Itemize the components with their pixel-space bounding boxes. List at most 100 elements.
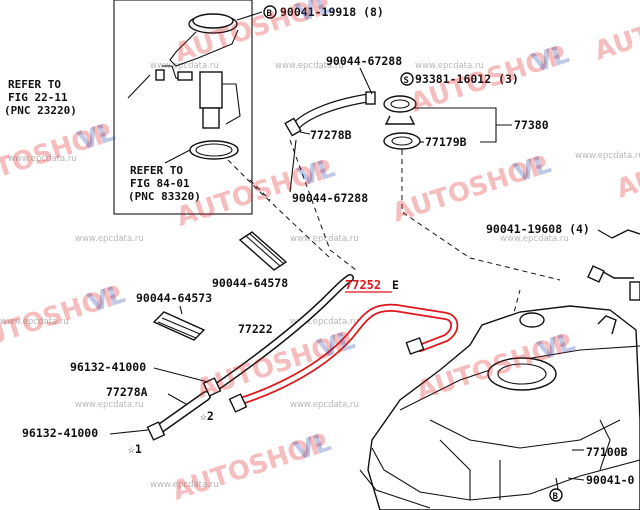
brand-watermark: AUTOSHOP VL <box>0 279 129 358</box>
part-90044-64578: 90044-64578 <box>212 276 288 290</box>
site-watermark: www.epcdata.ru <box>8 154 77 164</box>
site-watermark: www.epcdata.ru <box>500 234 569 244</box>
hose-77222-body <box>215 275 353 389</box>
hose-77278A-body <box>154 392 210 434</box>
part-77252-suffix: E <box>392 278 399 292</box>
svg-text:VL: VL <box>295 153 339 193</box>
leader-refer84 <box>164 149 191 164</box>
leader-77278B <box>299 131 311 135</box>
pump-lid-top <box>192 13 234 29</box>
svg-text:VL: VL <box>511 149 555 189</box>
hose-77278A <box>153 391 211 435</box>
pump-connector <box>177 71 193 81</box>
part-77252-number: 77252 <box>345 278 381 292</box>
tank-nipple <box>597 315 617 335</box>
tank-rib <box>439 439 471 500</box>
refer-fig84-line1: REFER TO <box>130 164 183 177</box>
refer-fig22-line2: FIG 22-11 <box>8 91 68 104</box>
svg-text:VL: VL <box>85 279 129 319</box>
part-93381-16012: 93381-16012 (3) <box>415 72 519 86</box>
hose-clamp-top <box>365 91 376 105</box>
pump-gasket-inner <box>195 143 233 157</box>
leader-refer22 <box>127 74 151 99</box>
tank-flange <box>359 469 431 509</box>
assembly-line-pump <box>227 159 331 259</box>
refer-fig84-line3: (PNC 83320) <box>128 190 201 203</box>
part-77278B: 77278B <box>310 128 352 142</box>
site-watermark: www.epcdata.ru <box>150 480 219 490</box>
part-77278A: 77278A <box>106 385 148 399</box>
leader-90044-64573 <box>179 305 183 315</box>
clamp-rib <box>161 317 201 335</box>
brand-watermark: AUTOSHOP VL <box>171 0 337 69</box>
brand-watermark: AUTOSHOP <box>613 126 640 205</box>
clamp-rib <box>245 235 281 267</box>
part-96132-41000-b: 96132-41000 <box>22 426 98 440</box>
assembly-line-hose <box>289 139 357 271</box>
svg-text:VL: VL <box>529 39 573 79</box>
tank-ridge-lower <box>429 419 621 449</box>
breather-hose <box>292 94 372 130</box>
clamp-rib <box>157 321 197 339</box>
leader-90041-0 <box>567 477 585 481</box>
bolt-badge-letter: B <box>267 9 273 19</box>
svg-text:AUTOSHOP: AUTOSHOP <box>591 0 640 67</box>
tank-body <box>367 305 640 510</box>
tank-rib-right <box>599 419 611 471</box>
refer-fig22-line3: (PNC 23220) <box>4 104 77 117</box>
leader-96132-41000-b <box>109 429 149 435</box>
part-90041-0: 90041-0 <box>586 473 635 487</box>
part-90044-67288-mid: 90044-67288 <box>292 191 368 205</box>
leader-90041-19918 <box>236 11 263 21</box>
pump-opening <box>487 357 557 391</box>
leader-90041-19608 <box>597 229 613 239</box>
fuel-pump-inset: REFER TO FIG 84-01 (PNC 83320) <box>113 0 263 215</box>
assembly-line-inset <box>249 179 271 201</box>
hose-clamp-96132-a <box>202 377 222 397</box>
part-90044-67288-top: 90044-67288 <box>326 54 402 68</box>
leader-90044-67288-mid <box>289 139 297 193</box>
strap-bracket <box>599 269 634 279</box>
pump-flange <box>169 29 239 67</box>
label-star1: ☆1 <box>128 442 142 456</box>
hose-clamp-star2 <box>228 393 248 413</box>
svg-text:VL: VL <box>75 117 119 157</box>
site-watermark: www.epcdata.ru <box>575 151 640 161</box>
brand-watermark: AUTOSHOP VL <box>169 427 335 506</box>
refer-fig84-line2: FIG 84-01 <box>130 177 190 190</box>
refer-fig22-line1: REFER TO <box>8 78 61 91</box>
svg-text:AUTOSHOP: AUTOSHOP <box>613 126 640 205</box>
screw-badge-letter: S <box>404 76 409 86</box>
brand-watermark: AUTOSHOP VL <box>193 325 359 404</box>
pump-body <box>199 71 223 109</box>
hose-77222 <box>214 274 354 390</box>
fuel-tank <box>359 281 640 510</box>
site-watermark: www.epcdata.ru <box>75 234 144 244</box>
filler-neck-group: S <box>284 72 421 150</box>
strap-bolt <box>611 229 640 239</box>
part-77179B: 77179B <box>425 135 467 149</box>
site-watermark: www.epcdata.ru <box>150 61 219 71</box>
brand-watermark: AUTOSHOP VL <box>389 149 555 228</box>
hose-clamp-b <box>284 117 302 137</box>
clamp-plate <box>152 311 206 341</box>
bolt-badge <box>263 5 277 19</box>
part-77380: 77380 <box>514 118 549 132</box>
part-96132-41000-a: 96132-41000 <box>70 360 146 374</box>
bolt-badge-bottom <box>549 488 563 502</box>
strap-clip <box>587 265 605 283</box>
clamp-bracket-64578 <box>238 231 288 271</box>
hose-77252E-body <box>235 305 457 405</box>
pump-bracket <box>222 83 241 125</box>
tank-port <box>519 312 545 328</box>
site-watermark: www.epcdata.ru <box>415 61 484 71</box>
part-90041-19608: 90041-19608 (4) <box>486 222 590 236</box>
clamp-rib <box>249 233 285 265</box>
site-watermark: www.epcdata.ru <box>290 400 359 410</box>
hose-77252E <box>234 303 459 406</box>
pump-plug <box>155 69 165 81</box>
brand-watermark: AUTOSHOP VL <box>0 117 119 196</box>
pump-filter <box>202 107 220 129</box>
inset-frame <box>113 0 253 215</box>
